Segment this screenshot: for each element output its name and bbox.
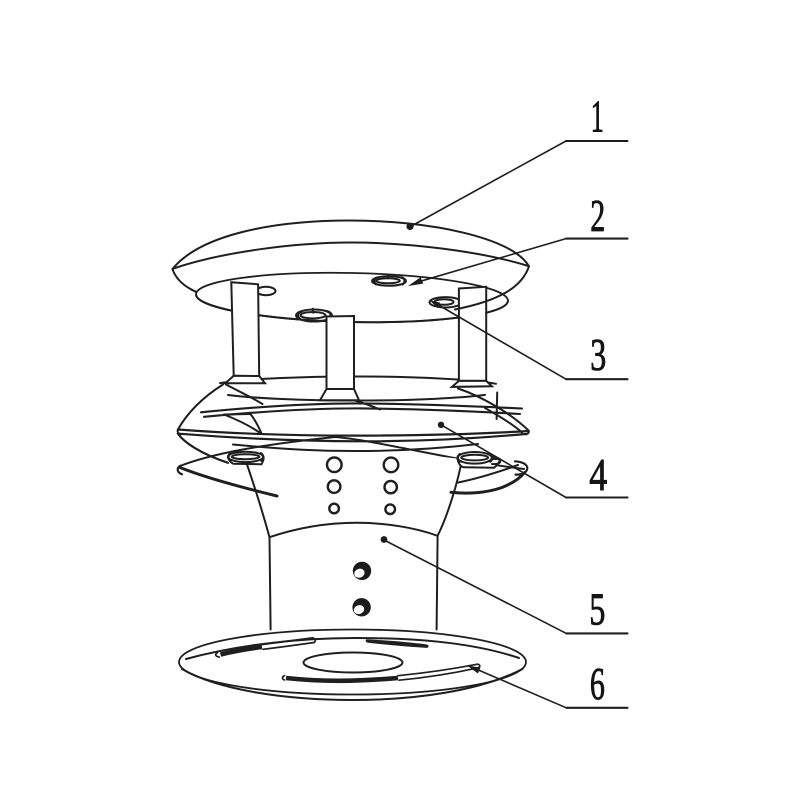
svg-text:3: 3	[590, 330, 606, 380]
svg-text:2: 2	[590, 191, 605, 241]
svg-text:4: 4	[589, 450, 607, 500]
svg-text:1: 1	[591, 92, 604, 142]
svg-text:5: 5	[589, 585, 605, 635]
svg-text:6: 6	[590, 659, 605, 709]
